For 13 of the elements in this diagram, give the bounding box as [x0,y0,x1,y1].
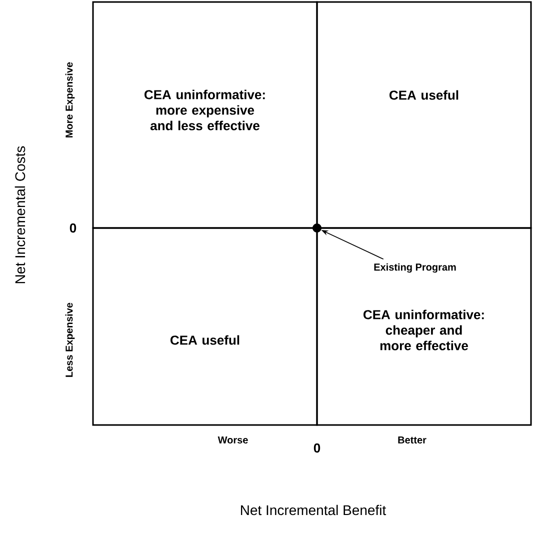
quadrant-box: CEA useful [316,1,532,229]
axis-label: Better [398,436,426,444]
tick-label: 0 [314,443,320,453]
axis-title: Net Incremental Costs [14,146,26,284]
tick-label: 0 [70,223,76,233]
axis-label: Worse [218,436,248,444]
callout-text: Existing Program [374,263,456,273]
quadrant-box: CEA useful [92,227,318,426]
quadrant-box: CEA uninformative: more expensive and less effective [92,1,318,229]
axis-title: Net Incremental Benefit [241,504,386,516]
axis-label: More Expensive [65,62,75,138]
axis-label: Less Expensive [65,302,75,377]
origin-dot [312,224,322,232]
